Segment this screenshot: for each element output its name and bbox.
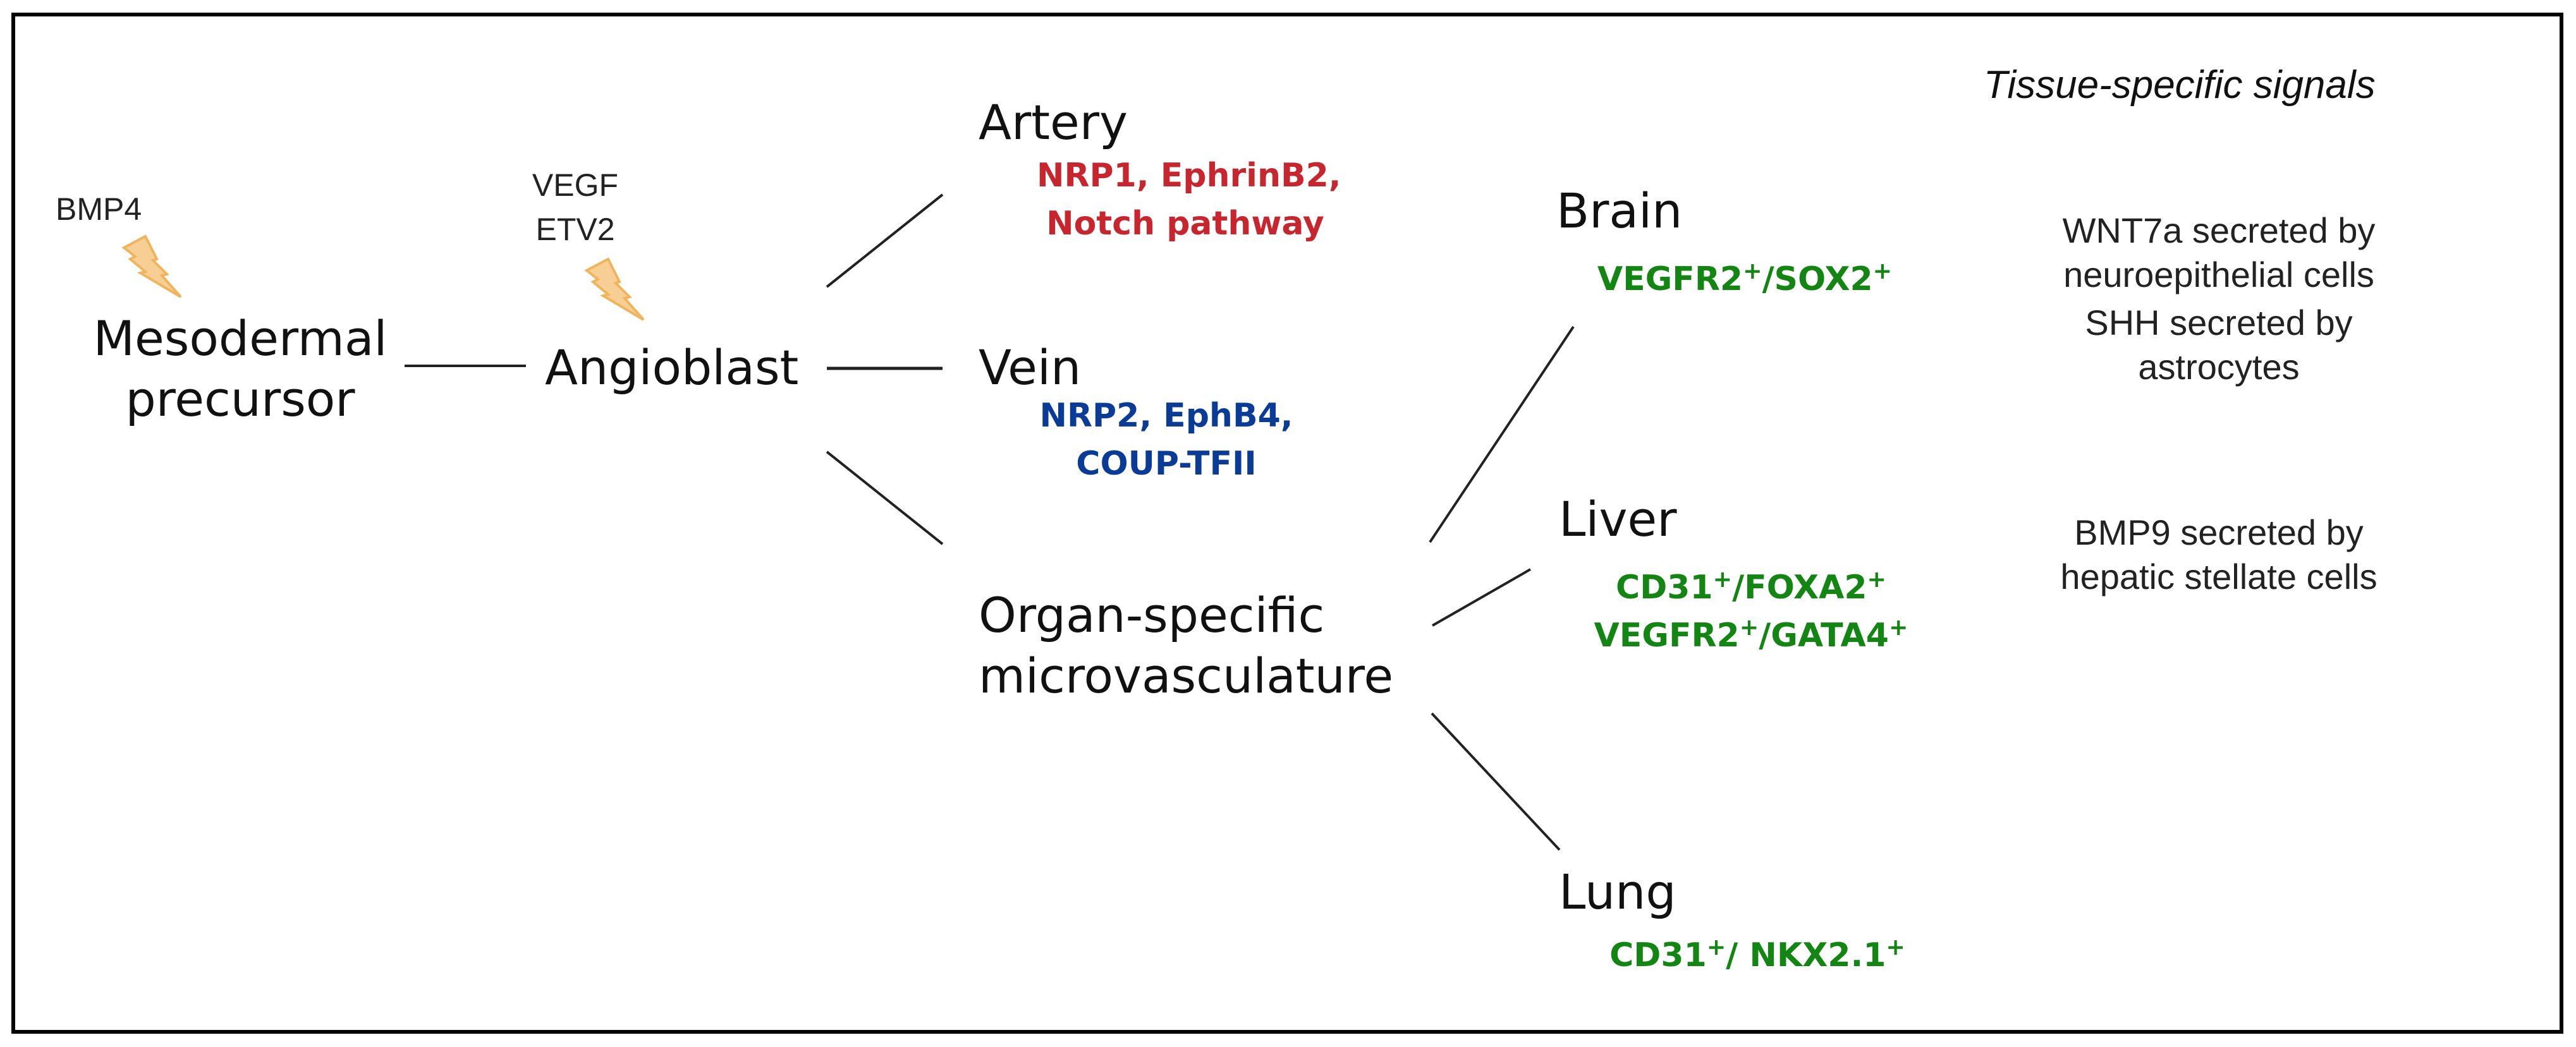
marker-superscript: + bbox=[1712, 565, 1733, 593]
node-artery: Artery bbox=[979, 92, 1128, 153]
liver-marker-line: CD31+/FOXA2+ bbox=[1580, 564, 1922, 612]
vein-marker-line: NRP2, EphB4, bbox=[1039, 397, 1293, 435]
signal-bmp4: BMP4 bbox=[56, 187, 142, 231]
marker-superscript: + bbox=[1888, 613, 1908, 641]
node-organ-specific-line2: microvasculature bbox=[979, 648, 1394, 704]
edge-organ-specific-brain bbox=[1429, 325, 1575, 543]
node-organ-specific-line1: Organ-specific bbox=[979, 587, 1325, 643]
node-organ-specific: Organ-specific microvasculature bbox=[979, 585, 1393, 706]
node-lung: Lung bbox=[1559, 862, 1676, 923]
marker-text: /FOXA2 bbox=[1732, 569, 1867, 607]
marker-superscript: + bbox=[1867, 565, 1887, 593]
edge-organ-specific-liver bbox=[1432, 568, 1531, 627]
lung-marker-line: CD31+/ NKX2.1+ bbox=[1593, 931, 1922, 979]
brain-markers: VEGFR2+/SOX2+ bbox=[1580, 255, 1909, 303]
tissue-signal-line: neuroepithelial cells bbox=[2063, 255, 2374, 294]
tissue-signal-line: astrocytes bbox=[2138, 347, 2300, 387]
lung-markers: CD31+/ NKX2.1+ bbox=[1593, 931, 1922, 979]
marker-text: / NKX2.1 bbox=[1726, 936, 1886, 974]
artery-marker-line: Notch pathway bbox=[1046, 205, 1324, 243]
tissue-signal-line: hepatic stellate cells bbox=[2060, 557, 2378, 596]
liver-markers: CD31+/FOXA2+ VEGFR2+/GATA4+ bbox=[1580, 564, 1922, 660]
node-mesodermal-precursor: Mesodermal precursor bbox=[82, 308, 398, 430]
node-angioblast: Angioblast bbox=[545, 337, 798, 398]
marker-superscript: + bbox=[1886, 933, 1905, 960]
node-artery-label: Artery bbox=[979, 94, 1128, 150]
node-mesodermal-line1: Mesodermal bbox=[93, 310, 388, 366]
marker-text: VEGFR2 bbox=[1597, 260, 1743, 298]
artery-markers: NRP1, EphrinB2, Notch pathway bbox=[1037, 152, 1341, 248]
marker-superscript: + bbox=[1872, 257, 1893, 284]
tissue-signal-line: BMP9 secreted by bbox=[2074, 512, 2364, 552]
tissue-signals-title: Tissue-specific signals bbox=[1984, 63, 2376, 107]
edge-angioblast-organ-specific bbox=[826, 451, 944, 545]
edge-organ-specific-lung bbox=[1431, 712, 1561, 851]
tissue-signal-bmp9: BMP9 secreted by hepatic stellate cells bbox=[1998, 511, 2440, 599]
node-angioblast-label: Angioblast bbox=[545, 339, 799, 396]
marker-text: CD31 bbox=[1609, 936, 1707, 974]
signal-etv2-label: ETV2 bbox=[535, 212, 615, 247]
brain-marker-line: VEGFR2+/SOX2+ bbox=[1580, 255, 1909, 303]
node-liver: Liver bbox=[1559, 489, 1676, 550]
marker-text: VEGFR2 bbox=[1594, 617, 1740, 655]
signal-vegf-etv2: VEGF ETV2 bbox=[518, 163, 632, 251]
tissue-signal-wnt7a: WNT7a secreted by neuroepithelial cells bbox=[1998, 209, 2440, 297]
vein-marker-line: COUP-TFII bbox=[1076, 445, 1257, 483]
vein-markers: NRP2, EphB4, COUP-TFII bbox=[1024, 392, 1309, 488]
node-mesodermal-line2: precursor bbox=[125, 371, 355, 427]
marker-text: /GATA4 bbox=[1759, 617, 1889, 655]
node-brain-label: Brain bbox=[1556, 183, 1683, 239]
marker-superscript: + bbox=[1743, 257, 1762, 284]
marker-superscript: + bbox=[1706, 933, 1726, 960]
tissue-signal-shh: SHH secreted by astrocytes bbox=[1998, 301, 2440, 389]
lightning-bolt-icon bbox=[584, 257, 645, 321]
node-liver-label: Liver bbox=[1559, 491, 1677, 547]
tissue-signal-line: SHH secreted by bbox=[2085, 303, 2353, 342]
signal-vegf-label: VEGF bbox=[532, 167, 619, 203]
node-vein-label: Vein bbox=[979, 339, 1082, 396]
lightning-bolt-icon bbox=[121, 234, 182, 298]
marker-text: CD31 bbox=[1615, 569, 1713, 607]
node-brain: Brain bbox=[1556, 181, 1682, 241]
figure-frame bbox=[11, 13, 2563, 1034]
artery-marker-line: NRP1, EphrinB2, bbox=[1037, 157, 1341, 195]
marker-superscript: + bbox=[1739, 613, 1759, 641]
marker-text: /SOX2 bbox=[1762, 260, 1873, 298]
node-vein: Vein bbox=[979, 337, 1081, 398]
tissue-signal-line: WNT7a secreted by bbox=[2062, 210, 2376, 250]
signal-bmp4-label: BMP4 bbox=[56, 191, 142, 227]
edge-angioblast-artery bbox=[826, 193, 944, 288]
node-lung-label: Lung bbox=[1559, 864, 1676, 920]
liver-marker-line: VEGFR2+/GATA4+ bbox=[1580, 612, 1922, 660]
